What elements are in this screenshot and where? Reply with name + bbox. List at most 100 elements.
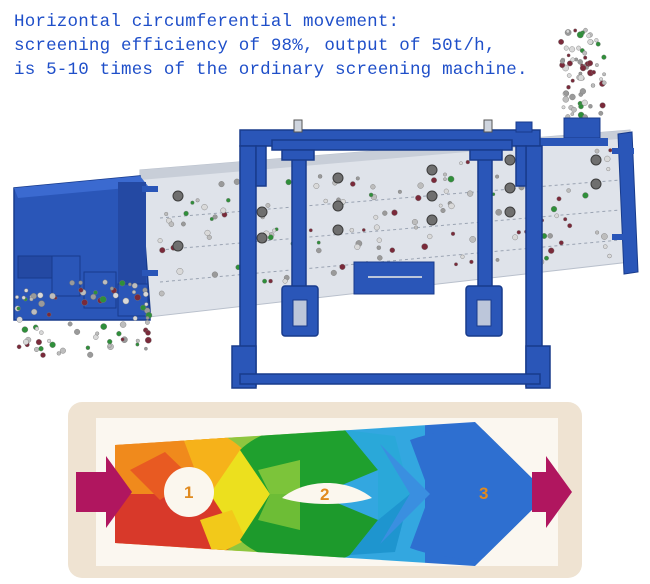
particle	[119, 280, 126, 287]
particle	[606, 167, 611, 172]
particle	[565, 29, 570, 34]
particle	[330, 269, 337, 276]
particle	[570, 78, 575, 83]
particle	[316, 240, 321, 245]
particle	[414, 225, 419, 230]
particle	[81, 299, 88, 306]
particle	[209, 216, 214, 221]
particle	[143, 291, 149, 297]
particle	[590, 83, 596, 88]
particle	[570, 57, 576, 63]
particle	[195, 198, 200, 203]
particle	[391, 209, 398, 216]
headline-line-3: is 5-10 times of the ordinary screening …	[14, 60, 528, 80]
stage-label-3: 3	[479, 484, 488, 503]
particle	[544, 255, 549, 261]
particle	[516, 230, 521, 235]
particle	[411, 218, 418, 225]
particle	[144, 336, 152, 344]
flow-diagram: 1 2 3	[68, 402, 582, 578]
particle	[577, 74, 585, 82]
particle	[99, 295, 107, 303]
particle	[421, 243, 429, 250]
particle	[268, 278, 273, 284]
particle	[389, 247, 395, 253]
particle	[317, 174, 323, 179]
particle	[570, 112, 575, 116]
particle	[135, 338, 140, 343]
particle	[573, 28, 578, 33]
particle	[78, 280, 83, 285]
particle	[608, 148, 613, 153]
particle	[180, 221, 186, 227]
particle	[599, 77, 603, 82]
particle	[563, 45, 569, 51]
particle	[67, 321, 73, 327]
particle	[454, 262, 458, 267]
particle	[443, 177, 447, 181]
particle	[95, 331, 100, 336]
particle	[349, 227, 354, 233]
particle	[567, 223, 573, 229]
particle	[39, 330, 44, 335]
particle	[376, 245, 381, 250]
particle	[561, 105, 566, 110]
particle	[220, 207, 227, 214]
particle	[16, 316, 23, 323]
particle	[591, 70, 596, 75]
particle	[460, 254, 465, 259]
particle	[93, 290, 98, 295]
particle	[495, 257, 500, 262]
particle	[373, 214, 379, 220]
particle	[46, 312, 52, 317]
particle	[595, 230, 600, 235]
particle	[586, 33, 592, 39]
particle	[204, 229, 211, 236]
particle	[38, 300, 45, 308]
inlet-arrow-icon	[76, 456, 132, 528]
particle	[265, 202, 271, 208]
particle	[49, 292, 56, 300]
particle	[427, 233, 433, 240]
particle	[35, 339, 42, 346]
particle	[313, 183, 320, 189]
feed-material	[558, 27, 607, 120]
particle	[598, 110, 604, 116]
particle	[569, 46, 576, 53]
particle	[438, 203, 443, 208]
particle	[587, 60, 594, 67]
particle	[547, 233, 553, 239]
particle	[74, 328, 81, 335]
particle	[569, 93, 576, 101]
particle	[107, 343, 112, 348]
particle	[595, 63, 599, 67]
particle	[469, 236, 477, 243]
headline-line-2: screening efficiency of 98%, output of 5…	[14, 36, 496, 56]
particle	[110, 286, 114, 291]
particle	[567, 60, 573, 67]
particle	[132, 315, 138, 321]
particle	[128, 282, 132, 287]
particle	[16, 306, 21, 311]
output-material	[14, 279, 153, 358]
particle	[38, 346, 44, 352]
particle	[24, 288, 29, 293]
particle	[47, 338, 52, 343]
particle	[595, 41, 601, 47]
particle	[443, 188, 449, 194]
particle	[576, 31, 584, 39]
particle	[190, 200, 195, 205]
particle	[582, 192, 589, 199]
particle	[594, 148, 600, 154]
particle	[571, 106, 577, 113]
particle	[323, 198, 328, 204]
particle	[107, 339, 113, 345]
particle	[285, 179, 292, 186]
particle	[21, 326, 29, 333]
particle	[85, 345, 91, 350]
particle	[159, 247, 166, 254]
particle	[559, 58, 565, 64]
particle	[226, 198, 231, 203]
particle	[140, 304, 147, 311]
particle	[21, 295, 26, 300]
